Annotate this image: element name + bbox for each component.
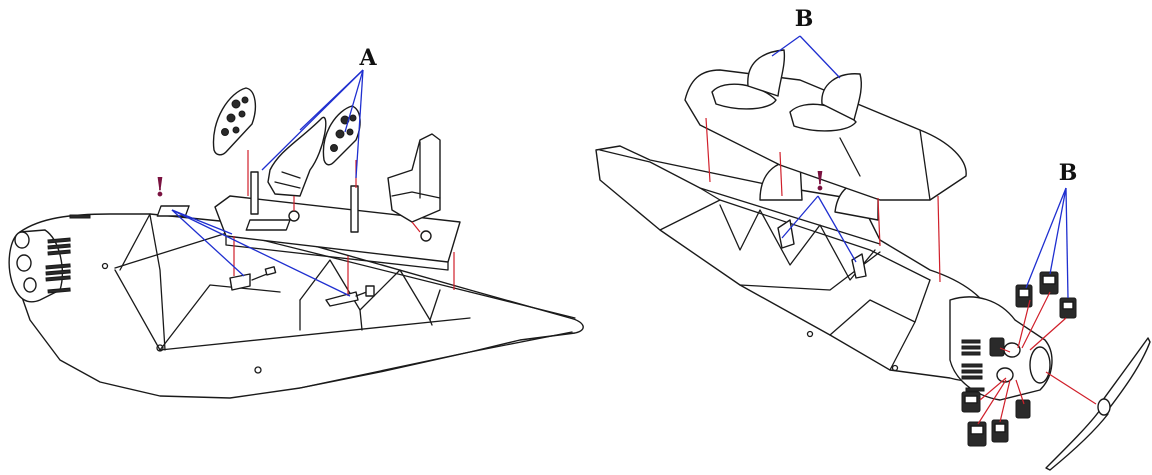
left-leader-lines xyxy=(171,69,364,297)
propeller xyxy=(1045,337,1151,471)
instrument-panel-left xyxy=(212,87,257,156)
label-a: A xyxy=(358,45,377,71)
right-cowling-vents xyxy=(961,339,985,392)
canopy xyxy=(684,49,967,201)
right-leader-lines xyxy=(771,35,1069,299)
left-fuselage-assembly xyxy=(8,87,584,399)
left-cowling-vents xyxy=(45,214,91,294)
front-seat xyxy=(267,116,327,197)
warning-mark-right: ! xyxy=(814,167,825,197)
label-b-top: B xyxy=(795,6,814,32)
rear-seat xyxy=(387,133,441,223)
warning-mark-left: ! xyxy=(154,173,165,203)
instrument-panel-right xyxy=(322,105,361,166)
label-b-right: B xyxy=(1059,160,1078,186)
right-assembly-lines xyxy=(705,117,1097,425)
